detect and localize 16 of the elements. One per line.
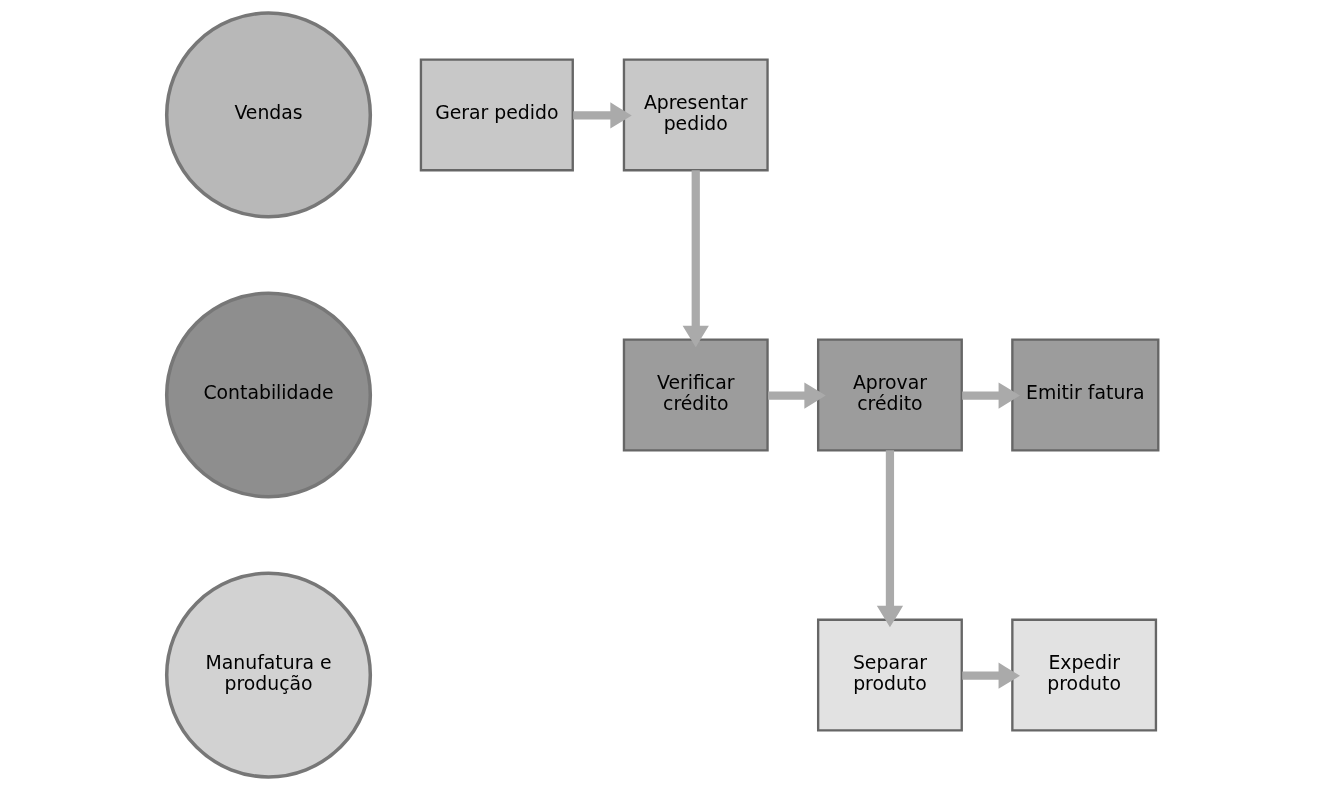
- node-box: Emitir fatura: [1011, 338, 1160, 452]
- node-box: Apresentar pedido: [622, 58, 769, 172]
- node-box: Aprovar crédito: [816, 338, 963, 452]
- arrow: [768, 382, 826, 409]
- arrow: [573, 102, 632, 129]
- arrow: [682, 170, 709, 348]
- arrow: [962, 382, 1020, 409]
- arrow: [876, 450, 904, 628]
- node-box: Gerar pedido: [419, 58, 574, 172]
- arrow: [962, 662, 1020, 689]
- node-box: Verificar crédito: [622, 338, 769, 452]
- node-box: Separar produto: [816, 618, 963, 732]
- node-circle: Contabilidade: [164, 291, 373, 499]
- node-circle: Manufatura e produção: [164, 571, 373, 779]
- node-box: Expedir produto: [1011, 618, 1158, 732]
- node-circle: Vendas: [164, 11, 373, 219]
